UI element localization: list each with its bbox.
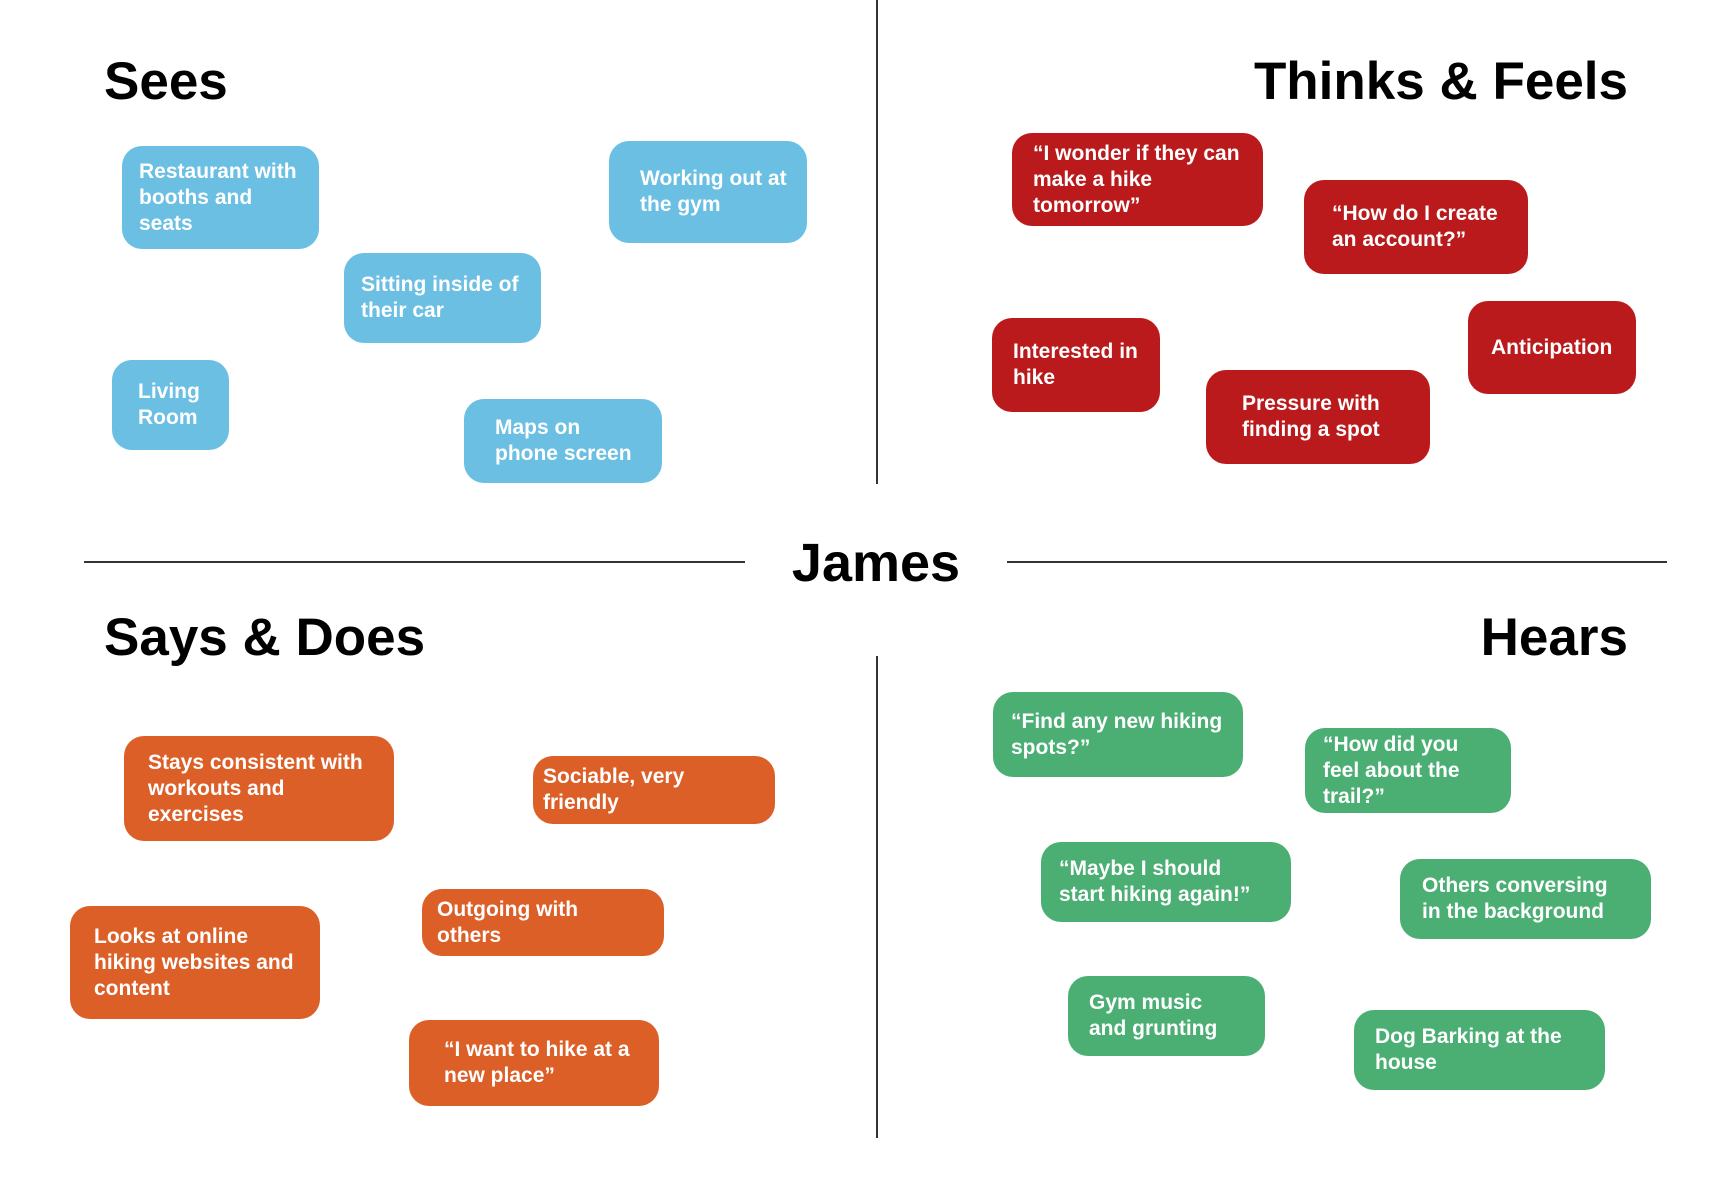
horizontal-divider-right xyxy=(1007,561,1667,563)
quadrant-title-hears: Hears xyxy=(1480,608,1628,667)
sticky-note[interactable]: “Maybe I should start hiking again!” xyxy=(1041,842,1291,922)
quadrant-title-sees: Sees xyxy=(104,52,228,111)
sticky-note[interactable]: Living Room xyxy=(112,360,229,450)
sticky-note[interactable]: Sociable, very friendly xyxy=(533,756,775,824)
sticky-note[interactable]: Anticipation xyxy=(1468,301,1636,394)
sticky-note[interactable]: Looks at online hiking websites and cont… xyxy=(70,906,320,1019)
sticky-note[interactable]: Working out at the gym xyxy=(609,141,807,243)
sticky-note[interactable]: Dog Barking at the house xyxy=(1354,1010,1605,1090)
sticky-note[interactable]: Pressure with finding a spot xyxy=(1206,370,1430,464)
sticky-note[interactable]: “Find any new hiking spots?” xyxy=(993,692,1243,777)
sticky-note[interactable]: “How do I create an account?” xyxy=(1304,180,1528,274)
sticky-note[interactable]: Restaurant with booths and seats xyxy=(122,146,319,249)
sticky-note[interactable]: Gym music and grunting xyxy=(1068,976,1265,1056)
sticky-note[interactable]: Interested in hike xyxy=(992,318,1160,412)
sticky-note[interactable]: Outgoing with others xyxy=(422,889,664,956)
vertical-divider-top xyxy=(876,0,878,484)
sticky-note[interactable]: “I want to hike at a new place” xyxy=(409,1020,659,1106)
sticky-note[interactable]: “I wonder if they can make a hike tomorr… xyxy=(1012,133,1263,226)
quadrant-title-thinks-feels: Thinks & Feels xyxy=(1253,52,1628,111)
sticky-note[interactable]: Others conversing in the background xyxy=(1400,859,1651,939)
sticky-note[interactable]: Sitting inside of their car xyxy=(344,253,541,343)
sticky-note[interactable]: “How did you feel about the trail?” xyxy=(1305,728,1511,813)
sticky-note[interactable]: Stays consistent with workouts and exerc… xyxy=(124,736,394,841)
vertical-divider-bottom xyxy=(876,656,878,1138)
persona-name: James xyxy=(791,533,961,593)
quadrant-title-says-does: Says & Does xyxy=(104,608,426,667)
sticky-note[interactable]: Maps on phone screen xyxy=(464,399,662,483)
horizontal-divider-left xyxy=(84,561,745,563)
